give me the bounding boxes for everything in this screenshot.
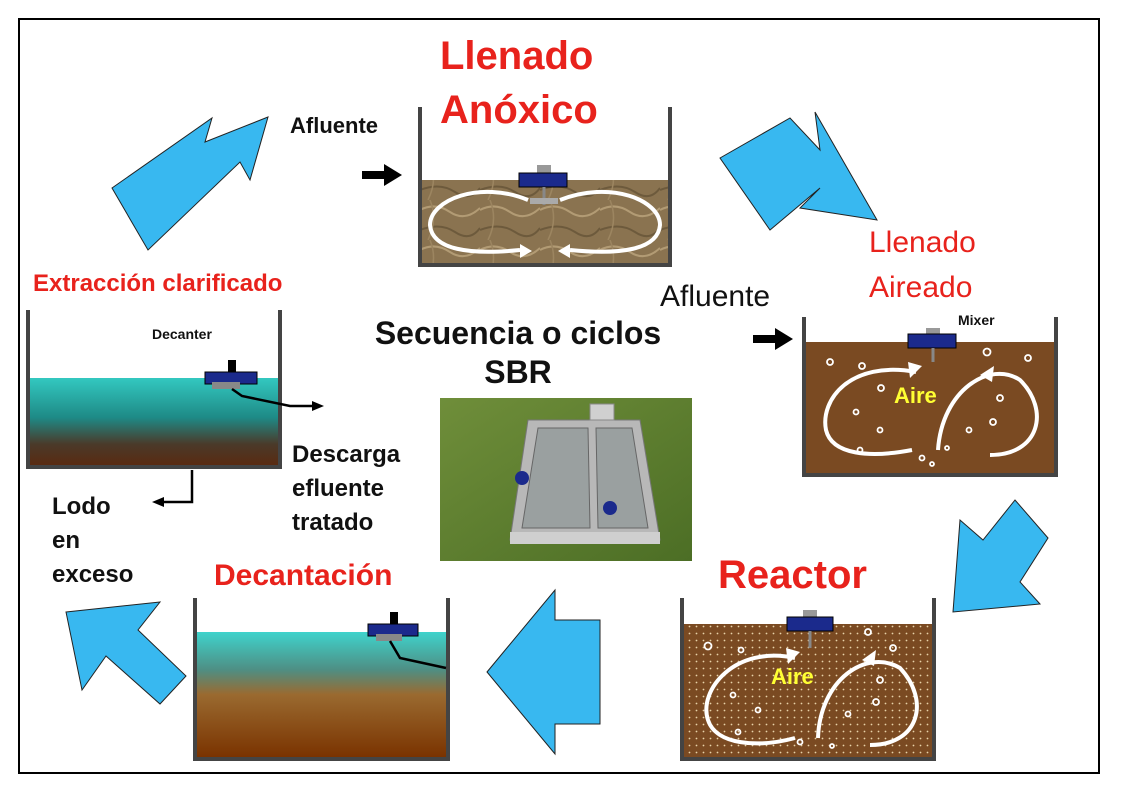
tank-anoxic-fill [418, 107, 672, 267]
discharge-line1: Descarga [292, 441, 401, 468]
reactor-air-label: Aire [771, 664, 814, 689]
draw-title: Extracción clarificado [33, 270, 283, 297]
decanter-label: Decanter [152, 326, 212, 342]
tank-draw [26, 310, 324, 507]
aerated-air-label: Aire [894, 383, 937, 408]
anoxic-title-line2: Anóxico [440, 88, 598, 132]
anoxic-title-line1: Llenado [440, 34, 594, 78]
inlet-arrow-anoxic [362, 164, 402, 186]
cycle-arrow-down-left [952, 499, 1049, 613]
sbr-plant-photo [440, 398, 692, 561]
sludge-line1: Lodo [52, 493, 111, 520]
center-title-line1: Secuencia o ciclos [374, 315, 662, 351]
cycle-arrows [65, 111, 1049, 756]
tank-aerated-fill [802, 317, 1058, 477]
cycle-arrow-left [486, 588, 601, 756]
aerated-inlet-label: Afluente [660, 280, 771, 313]
discharge-line2: efluente [292, 475, 385, 502]
cycle-arrow-up-right [111, 116, 269, 251]
cycle-arrow-up-left [65, 601, 187, 705]
sludge-line3: exceso [52, 561, 134, 588]
inlet-arrow-aerated [753, 328, 793, 350]
mixer-label: Mixer [958, 312, 995, 328]
reactor-title: Reactor [718, 553, 867, 597]
tank-settling [193, 598, 450, 761]
aerated-title-line1: Llenado [869, 226, 976, 259]
settling-title: Decantación [214, 559, 393, 592]
center-title-line2: SBR [484, 354, 552, 390]
anoxic-inlet-label: Afluente [290, 113, 378, 138]
aerated-title-line2: Aireado [869, 271, 973, 304]
sludge-line2: en [52, 527, 81, 554]
diagram-frame [18, 18, 1100, 774]
discharge-line3: tratado [292, 509, 374, 536]
tank-reactor [680, 598, 936, 761]
cycle-arrow-down-right [719, 111, 878, 231]
